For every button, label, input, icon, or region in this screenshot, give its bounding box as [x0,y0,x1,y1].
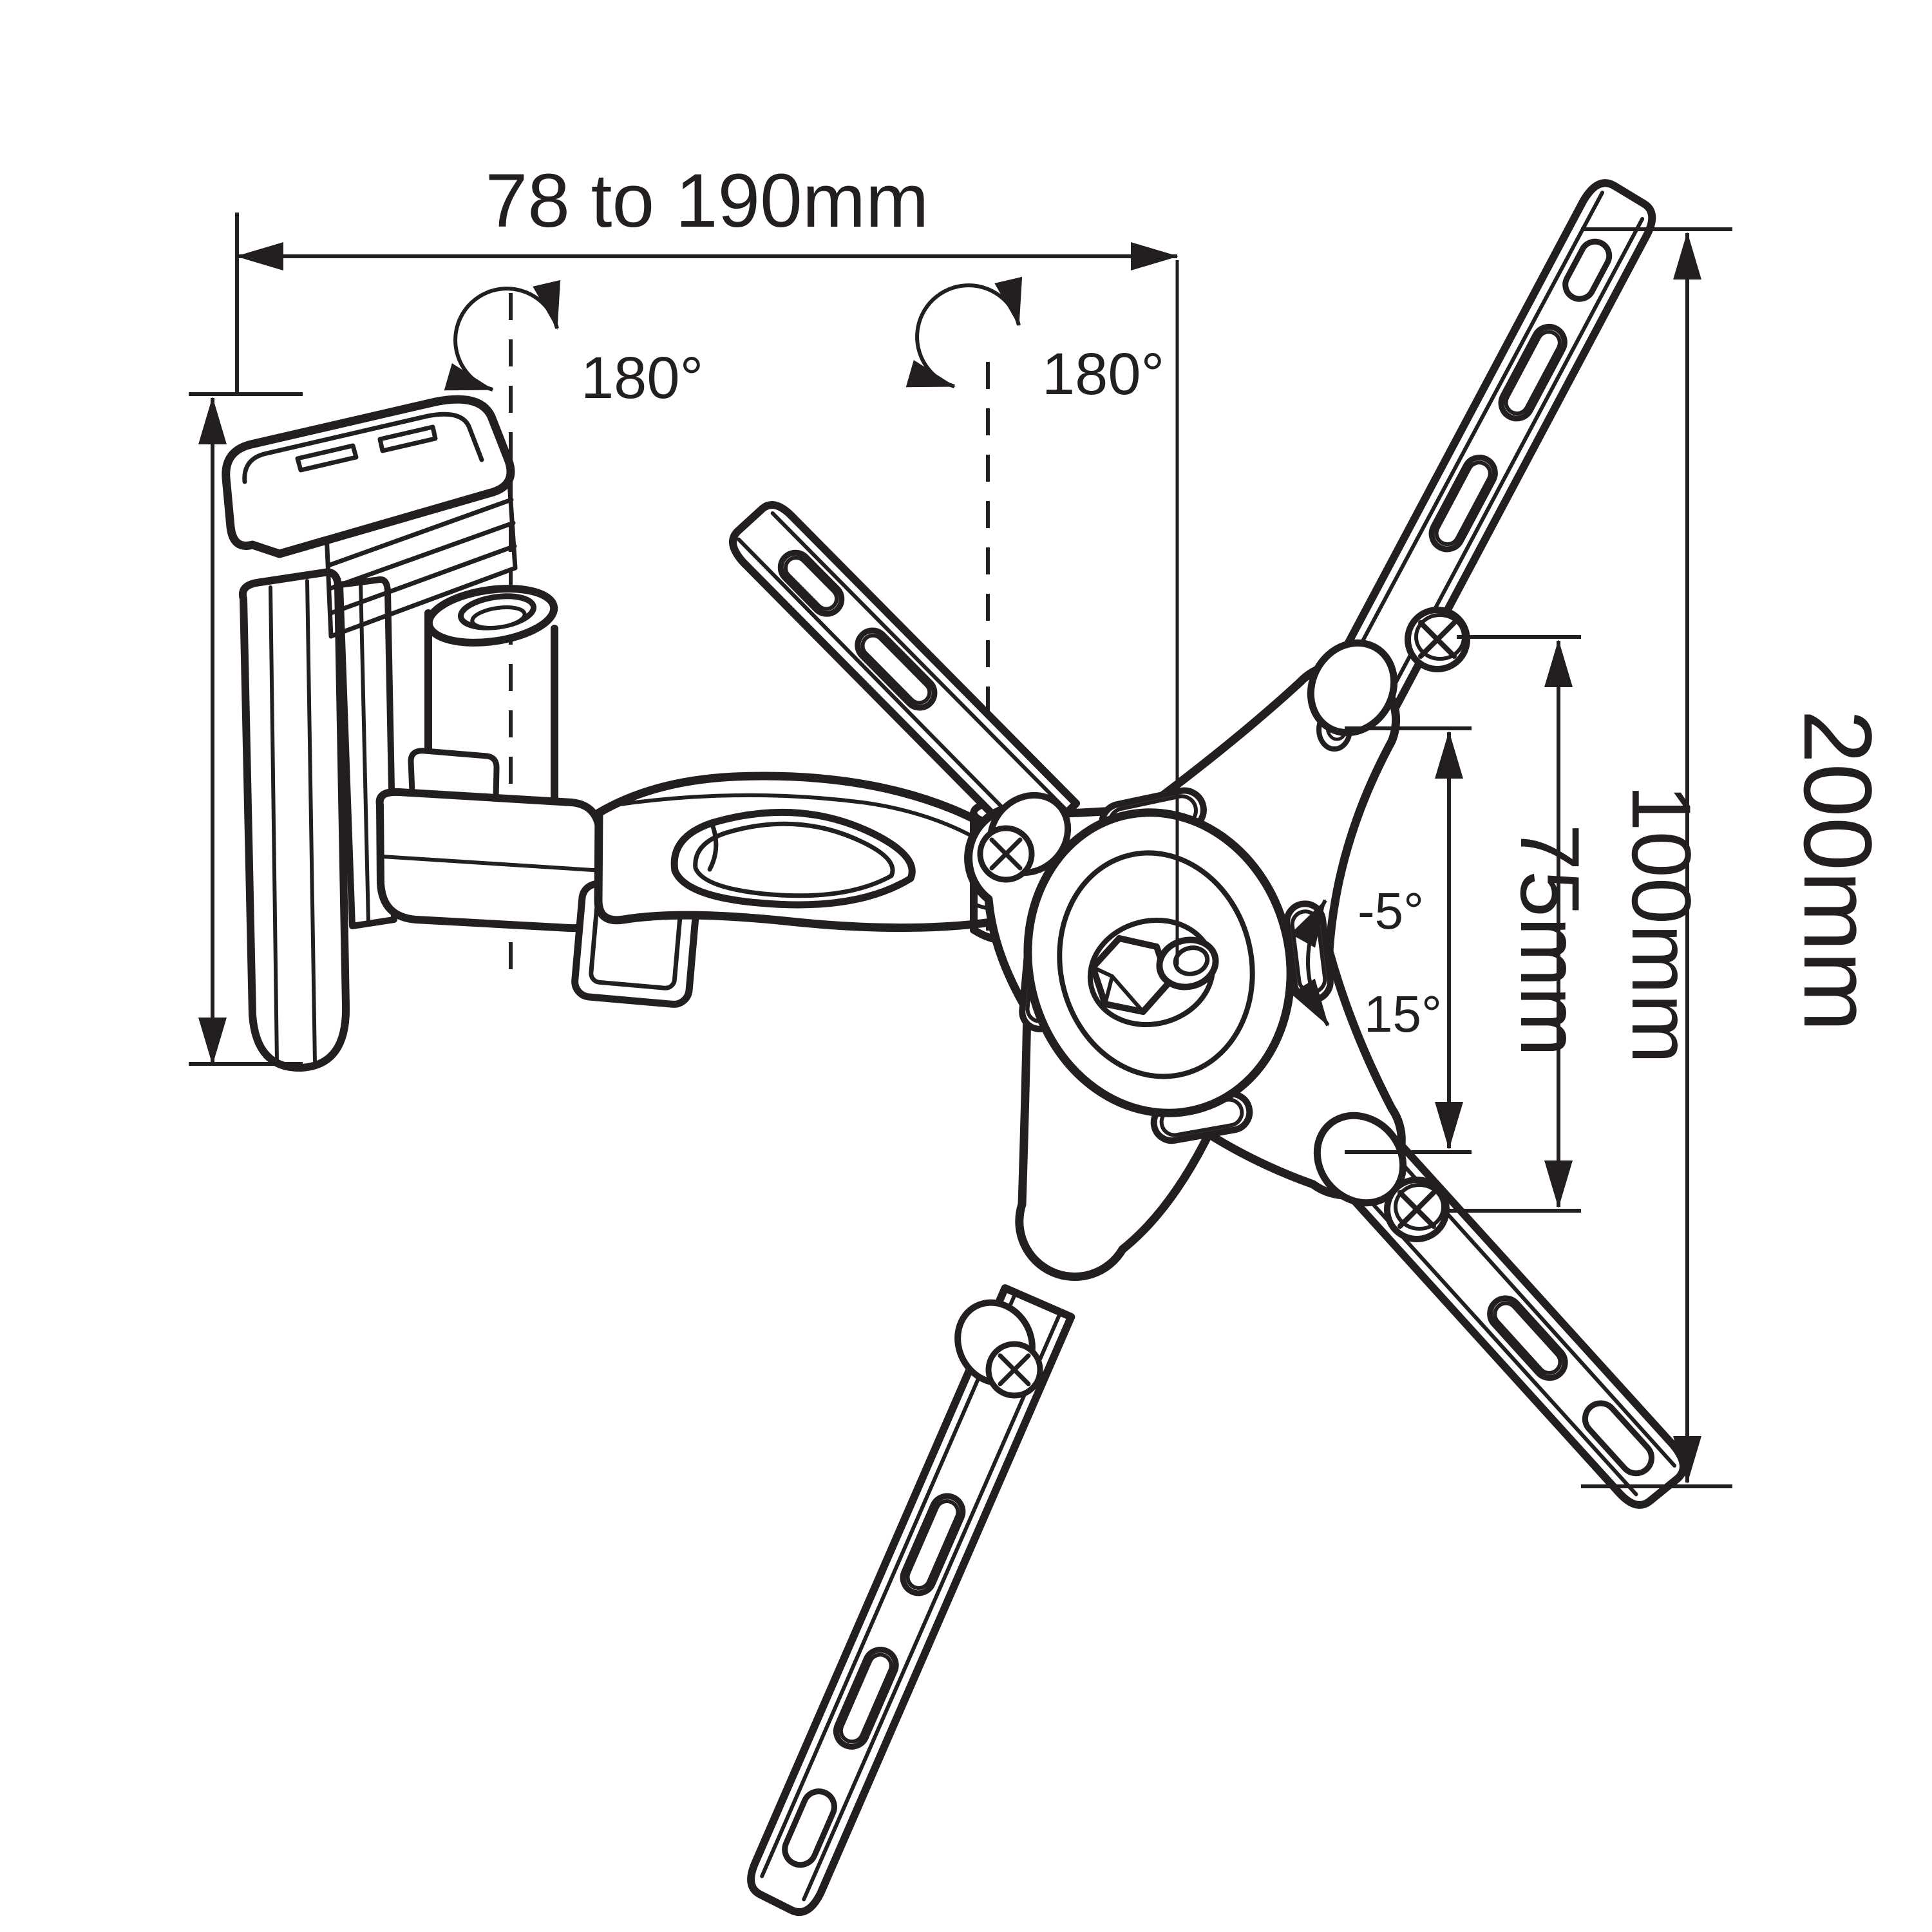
wall-plate-column-lines [269,579,317,1065]
wall-plate-head-inner-line [242,412,484,484]
rail-upper-right [1304,179,1656,756]
dimension-wall-plate-height [189,392,303,1066]
label-tilt-up: -5° [1358,882,1424,940]
wall-plate-rear-column-line [359,581,370,924]
label-extension-range: 78 to 190mm [486,158,929,243]
label-elbow-swivel: 180° [1042,341,1164,407]
swivel-arc-wall [444,279,560,392]
arm-shoulder-tab [408,748,500,802]
ball-joint-lower-right [1313,1112,1450,1242]
vesa-rails [729,179,1687,1917]
ball-joint-upper-left [977,791,1072,883]
dimension-200mm [1581,227,1732,1488]
rail-bottom [747,1284,1075,1917]
arm-shoulder-line [381,855,605,873]
dimension-100mm [1448,635,1581,1213]
wall-plate-head-slot [295,443,359,473]
tilt-hub [1023,808,1295,1117]
arm-link-top-line [613,793,1007,858]
dimension-75mm [1345,726,1472,1154]
tilt-arc [1290,899,1330,1027]
wall-plate-head [222,395,515,558]
dimension-extension-range [235,213,1179,965]
articulating-arm [375,748,1118,1008]
arm-link-cutout-crease [707,820,719,872]
swivel-arc-elbow [905,276,1022,388]
arm-link-cutout-inner [693,821,895,898]
label-vesa-75: 75mm [1503,824,1597,1056]
rail-upper-left [729,501,1081,855]
label-wall-swivel: 180° [581,345,703,411]
rail-fasteners [954,607,1470,1399]
wall-plate-front-column [239,568,350,1072]
wall-plate-head-slot [377,424,438,453]
label-tilt-down: 15° [1364,985,1442,1043]
label-vesa-100: 100mm [1615,784,1709,1063]
wall-plate [222,395,558,1072]
label-plate-height: 200mm [1784,710,1892,1032]
ball-joint-bottom [954,1299,1043,1399]
vesa-plate [964,660,1406,1281]
